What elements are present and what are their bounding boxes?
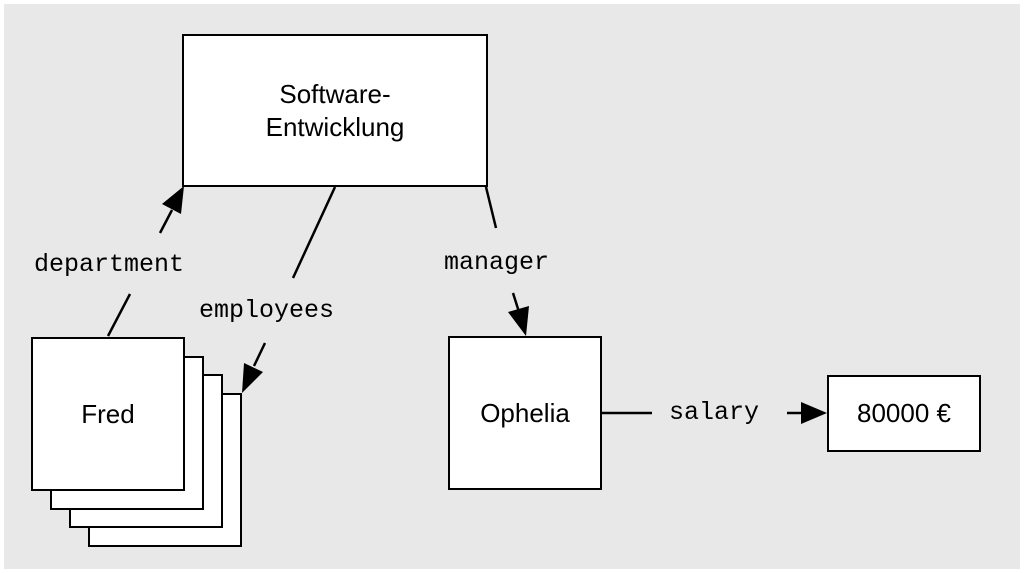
department-edge-label: department bbox=[34, 250, 185, 279]
department-name-line1: Software- bbox=[279, 79, 391, 109]
salary-edge-label: salary bbox=[669, 398, 760, 427]
salary-value-label: 80000 € bbox=[857, 398, 951, 429]
department-edge-upper bbox=[158, 209, 174, 234]
manager-arrowhead bbox=[508, 306, 529, 336]
department-node: Software- Entwicklung bbox=[182, 34, 488, 187]
manager-edge-lower bbox=[511, 292, 521, 313]
department-arrowhead bbox=[162, 186, 184, 214]
department-node-label: Software- Entwicklung bbox=[184, 36, 486, 185]
employees-edge-lower bbox=[252, 342, 267, 367]
ophelia-label: Ophelia bbox=[480, 397, 570, 428]
employees-edge-upper bbox=[291, 186, 337, 279]
manager-edge-upper bbox=[484, 186, 498, 229]
fred-label: Fred bbox=[81, 398, 135, 429]
department-name-line2: Entwicklung bbox=[265, 111, 405, 142]
manager-edge-label: manager bbox=[444, 248, 550, 277]
employees-arrowhead bbox=[242, 363, 263, 393]
fred-node: Fred bbox=[31, 337, 185, 491]
ophelia-node: Ophelia bbox=[448, 336, 602, 490]
salary-value-node: 80000 € bbox=[827, 375, 981, 452]
salary-arrowhead bbox=[801, 402, 827, 424]
department-edge-lower bbox=[106, 293, 132, 337]
employees-edge-label: employees bbox=[199, 296, 335, 325]
